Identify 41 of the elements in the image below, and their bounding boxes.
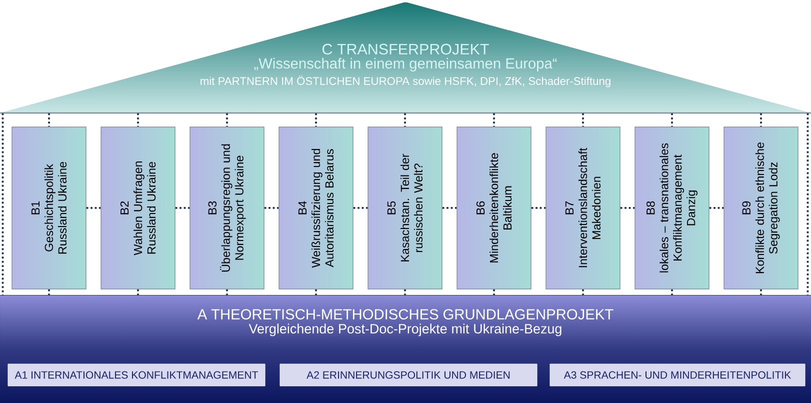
connector-line (137, 113, 139, 127)
pillar-box: B6 Minderheitenkonflikte Baltikum (456, 126, 532, 290)
pillar-box: B2 Wahlen Umfragen Russland Ukraine (100, 126, 176, 290)
connector-line (671, 113, 673, 127)
subproject-box: A1 INTERNATIONALES KONFLIKTMANAGEMENT (8, 364, 266, 386)
connector-line (582, 289, 584, 295)
connector-line (404, 289, 406, 295)
connector-line (353, 207, 368, 209)
pillar-box: B1 Geschichtspolitik Russland Ukraine (12, 126, 86, 290)
pillar-box: B3 Überlappungsregion und Normexport Ukraine (190, 126, 264, 290)
connector-line (493, 113, 495, 127)
subproject-box: A2 ERINNERUNGSPOLITIK UND MEDIEN (280, 364, 538, 386)
connector-line (175, 207, 190, 209)
connector-line (315, 113, 317, 127)
pillar-box: B7 Interventionslandschaft Makedonien (546, 126, 620, 290)
connector-line (709, 207, 724, 209)
connector-line (226, 113, 228, 127)
pillar-box: B5 Kasachstan. Teil der russischen Welt? (368, 126, 442, 290)
pillar-box: B9 Konflikte durch ethnische Segregation Lodz (724, 126, 798, 290)
connector-line (48, 289, 50, 295)
connector-line (48, 113, 50, 127)
connector-line (806, 113, 809, 295)
connector-line (582, 113, 584, 127)
roof-triangle: C TRANSFERPROJEKT „Wissenschaft in einem gemeinsamen Europa“ mit PARTNERN IM ÖSTLICHEN EUROPA sowie HSFK, DPI, ZfK, Schader-Stiftung (0, 2, 811, 114)
connector-line (2, 113, 4, 295)
connector-line (760, 289, 762, 295)
connector-line (404, 113, 406, 127)
connector-line (226, 289, 228, 295)
connector-line (760, 113, 762, 127)
connector-line (493, 289, 495, 295)
pillar-box: B4 Weißrussifizierung und Autoritarismus Belarus (278, 126, 354, 290)
subproject-box: A3 SPRACHEN- UND MINDERHEITENPOLITIK (550, 364, 806, 386)
connector-line (531, 207, 546, 209)
connector-line (264, 207, 279, 209)
connector-line (315, 289, 317, 295)
connector-line (671, 289, 673, 295)
pillar-box: B8 lokales – transnationales Konfliktmanagement Danzig (634, 126, 710, 290)
connector-line (442, 207, 457, 209)
connector-line (620, 207, 635, 209)
connector-line (86, 207, 101, 209)
connector-line (137, 289, 139, 295)
